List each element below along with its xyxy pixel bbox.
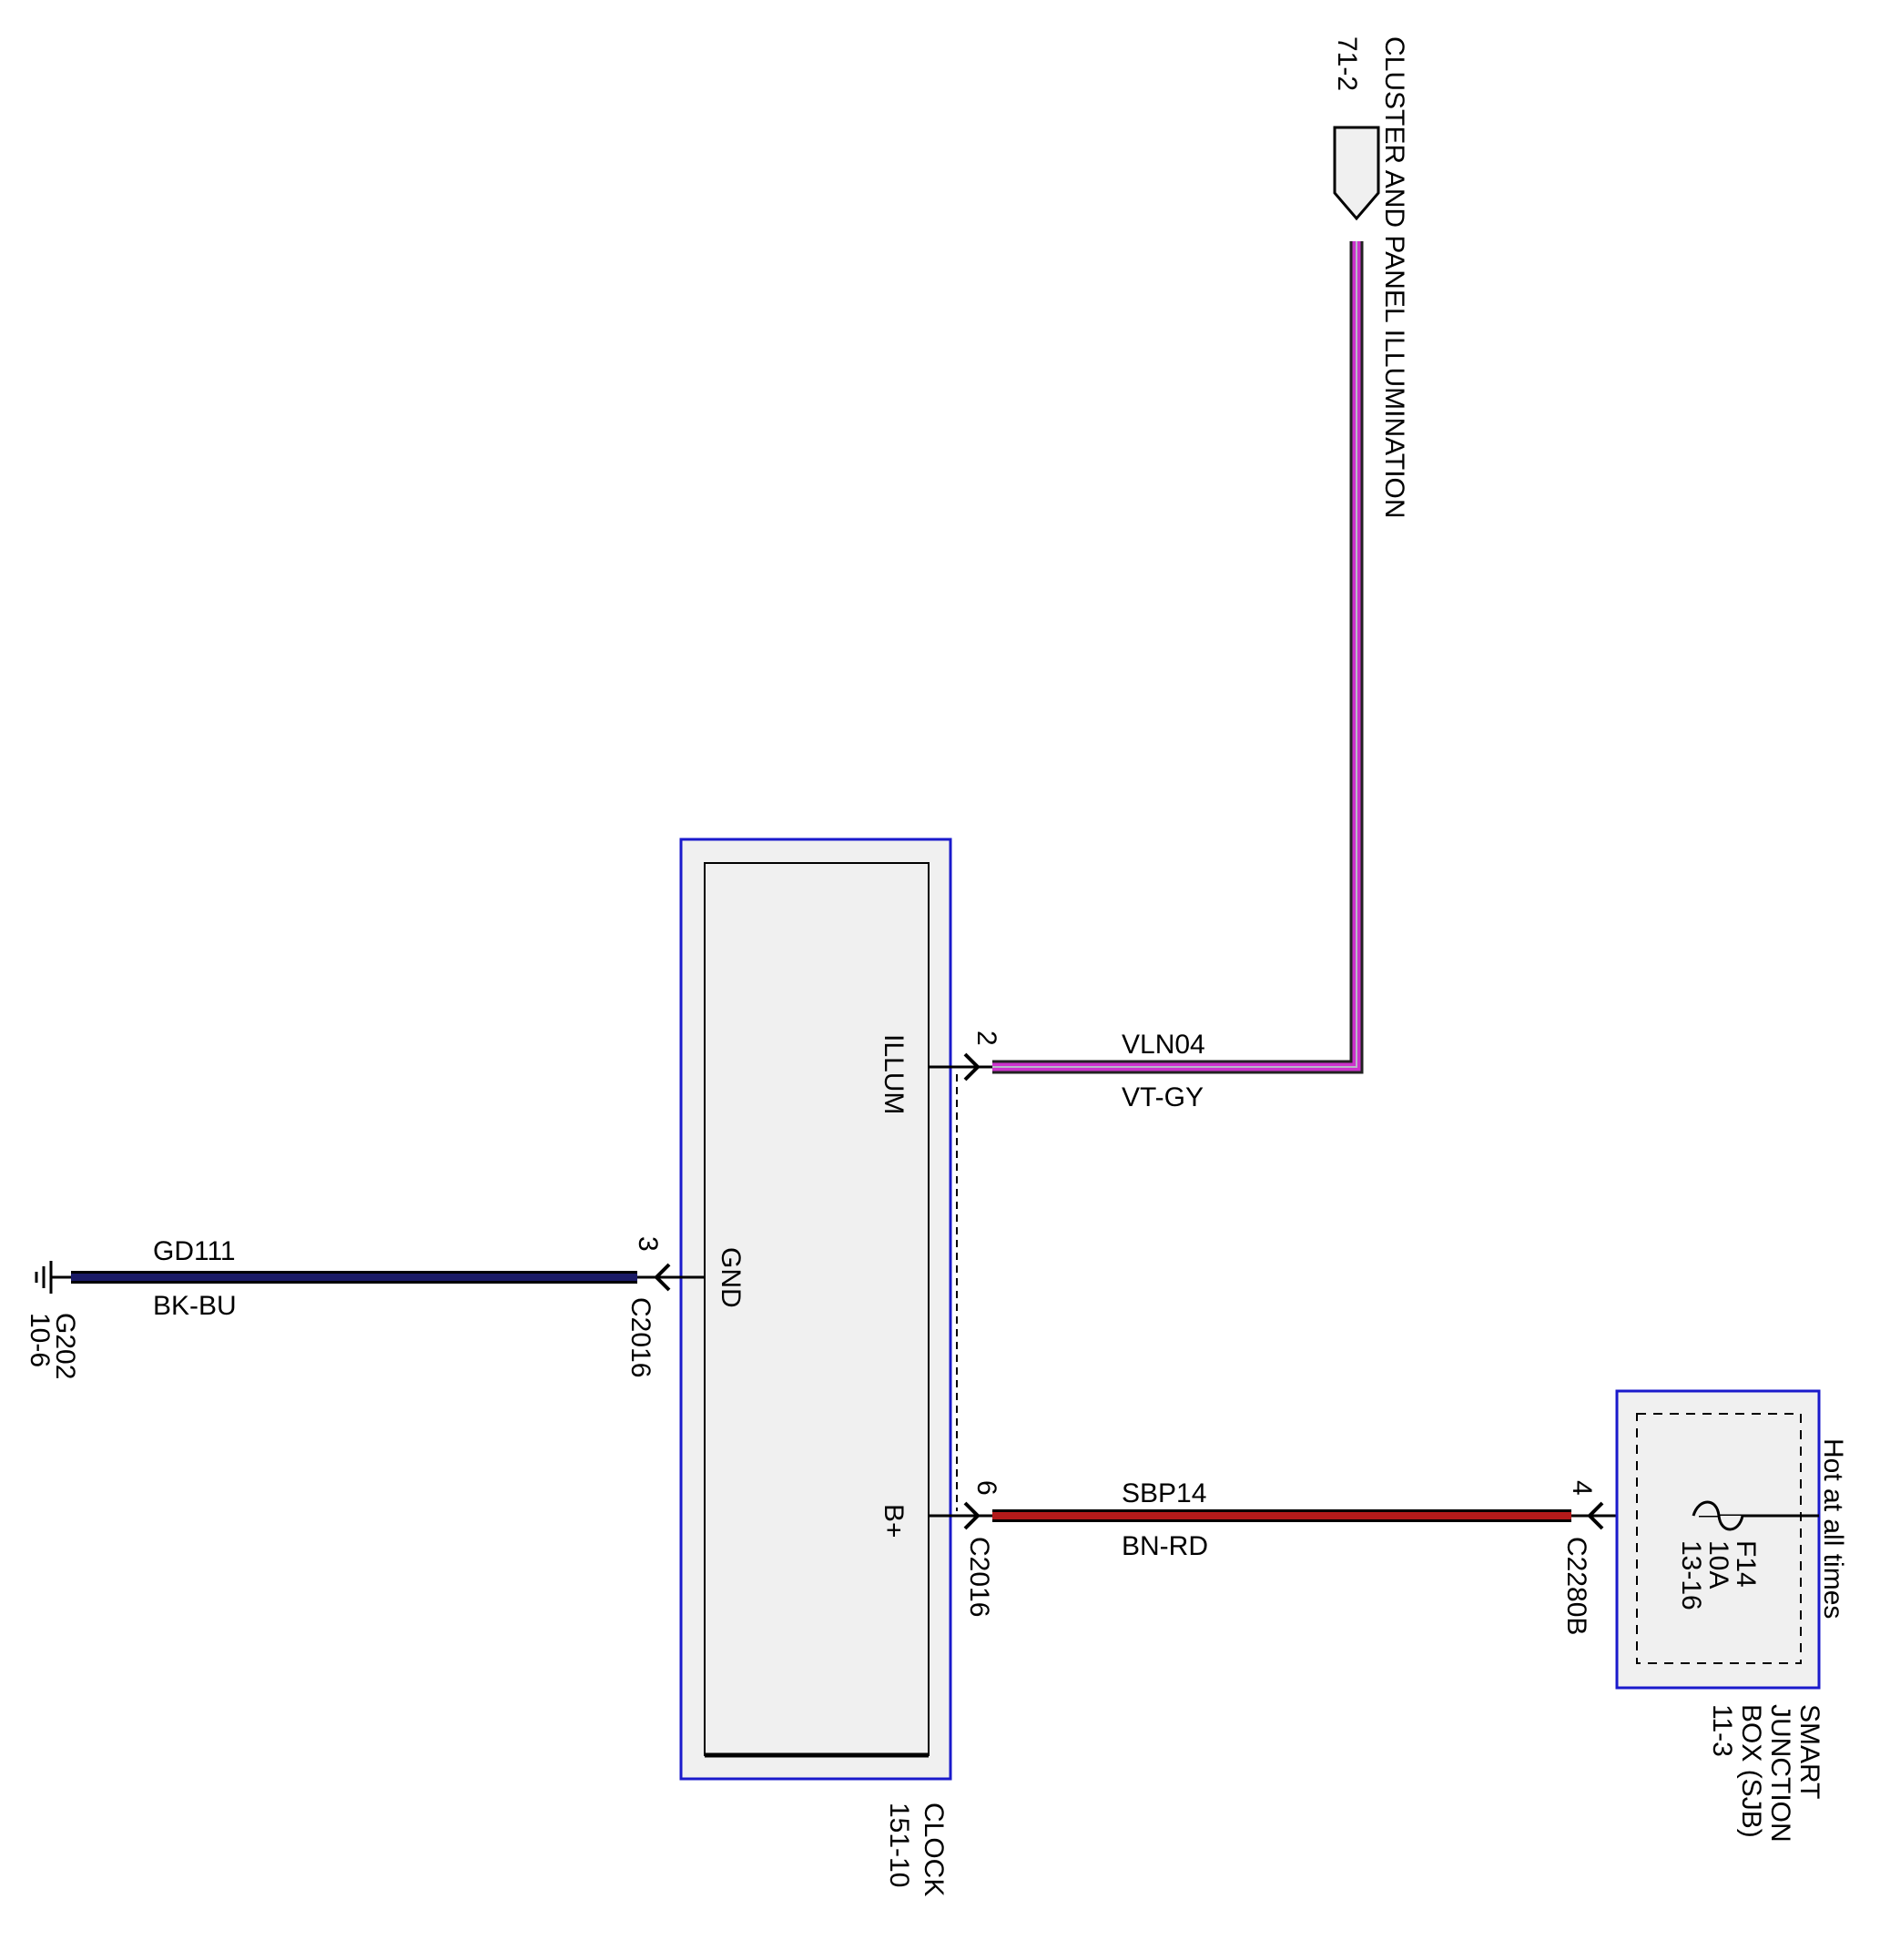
sjb-name-line1: SMART: [1794, 1704, 1824, 1799]
sjb-name-line2: JUNCTION: [1765, 1704, 1795, 1843]
pin-4-connector: C2280B: [1561, 1537, 1591, 1635]
fuse-f14-icon: [1692, 1500, 1744, 1531]
clock-pin-bplus-label: B+: [879, 1504, 909, 1539]
sjb-module-outer: [1615, 1389, 1821, 1690]
clock-module: ILLUM GND B+ CLOCK 151-10: [679, 838, 952, 1896]
pin-6-connector: C2016: [964, 1537, 994, 1617]
clock-name: CLOCK: [919, 1803, 949, 1896]
pin-3-number: 3: [633, 1236, 663, 1252]
ground-ref: 10-6: [25, 1313, 55, 1367]
wire-gd111-color: BK-BU: [153, 1291, 237, 1321]
pin-4-number: 4: [1567, 1480, 1597, 1496]
ground-g202: G202 10-6: [25, 1261, 80, 1379]
pin-4-terminal: 4 C2280B: [1561, 1480, 1699, 1635]
pin-3-connector: C2016: [625, 1297, 655, 1377]
sjb-hot-label: Hot at all times: [1818, 1438, 1848, 1619]
fuse-ref: 13-16: [1676, 1540, 1706, 1610]
clock-ref: 151-10: [884, 1803, 914, 1887]
ground-id: G202: [50, 1313, 80, 1379]
fuse-rating: 10A: [1703, 1540, 1733, 1589]
ground-icon: [35, 1261, 71, 1294]
pin-6-terminal: 6 C2016: [929, 1480, 1001, 1617]
wire-vln04-body: [992, 241, 1361, 1071]
pin-6-chevron-icon: [963, 1501, 981, 1530]
cluster-ref: 71-2: [1332, 36, 1362, 91]
sjb-module-inner: [1636, 1413, 1802, 1664]
pin-6-number: 6: [971, 1480, 1001, 1496]
sjb-module: F14 10A 13-16 Hot at all times SMART JUN…: [1615, 1389, 1848, 1843]
wire-gd111-body: [71, 1274, 637, 1281]
pin-2-number: 2: [971, 1031, 1001, 1046]
wire-vln04-outline: [992, 241, 1364, 1074]
wire-sbp14: SBP14 BN-RD: [992, 1478, 1571, 1561]
wire-gd111-circuit: GD111: [153, 1236, 236, 1266]
wire-sbp14-color: BN-RD: [1122, 1531, 1208, 1561]
pin-2-chevron-icon: [963, 1052, 981, 1082]
wire-gd111: GD111 BK-BU: [71, 1236, 637, 1321]
wire-vln04-circuit: VLN04: [1122, 1030, 1205, 1060]
pin-4-chevron-icon: [1587, 1501, 1604, 1530]
cluster-connector: CLUSTER AND PANEL ILLUMINATION 71-2: [1332, 36, 1409, 519]
pin-3-chevron-icon: [654, 1263, 671, 1292]
pin-3-terminal: 3 C2016: [625, 1236, 705, 1377]
wire-vln04-stripe: [992, 241, 1357, 1068]
clock-pin-illum-label: ILLUM: [879, 1034, 909, 1114]
clock-module-inner: [704, 862, 930, 1756]
wire-sbp14-circuit: SBP14: [1122, 1478, 1206, 1508]
wire-sbp14-body: [992, 1512, 1571, 1519]
clock-pin-gnd-label: GND: [716, 1247, 746, 1308]
sjb-name-line3: BOX (SJB): [1736, 1704, 1766, 1838]
cluster-connector-symbol: [1333, 126, 1380, 221]
fuse-id: F14: [1731, 1540, 1761, 1588]
sjb-ref: 11-3: [1707, 1704, 1737, 1757]
wire-vln04: VLN04 VT-GY: [992, 241, 1364, 1112]
wire-vln04-color: VT-GY: [1122, 1082, 1204, 1112]
pin-2-terminal: 2: [929, 1031, 1001, 1082]
cluster-label: CLUSTER AND PANEL ILLUMINATION: [1379, 36, 1409, 519]
